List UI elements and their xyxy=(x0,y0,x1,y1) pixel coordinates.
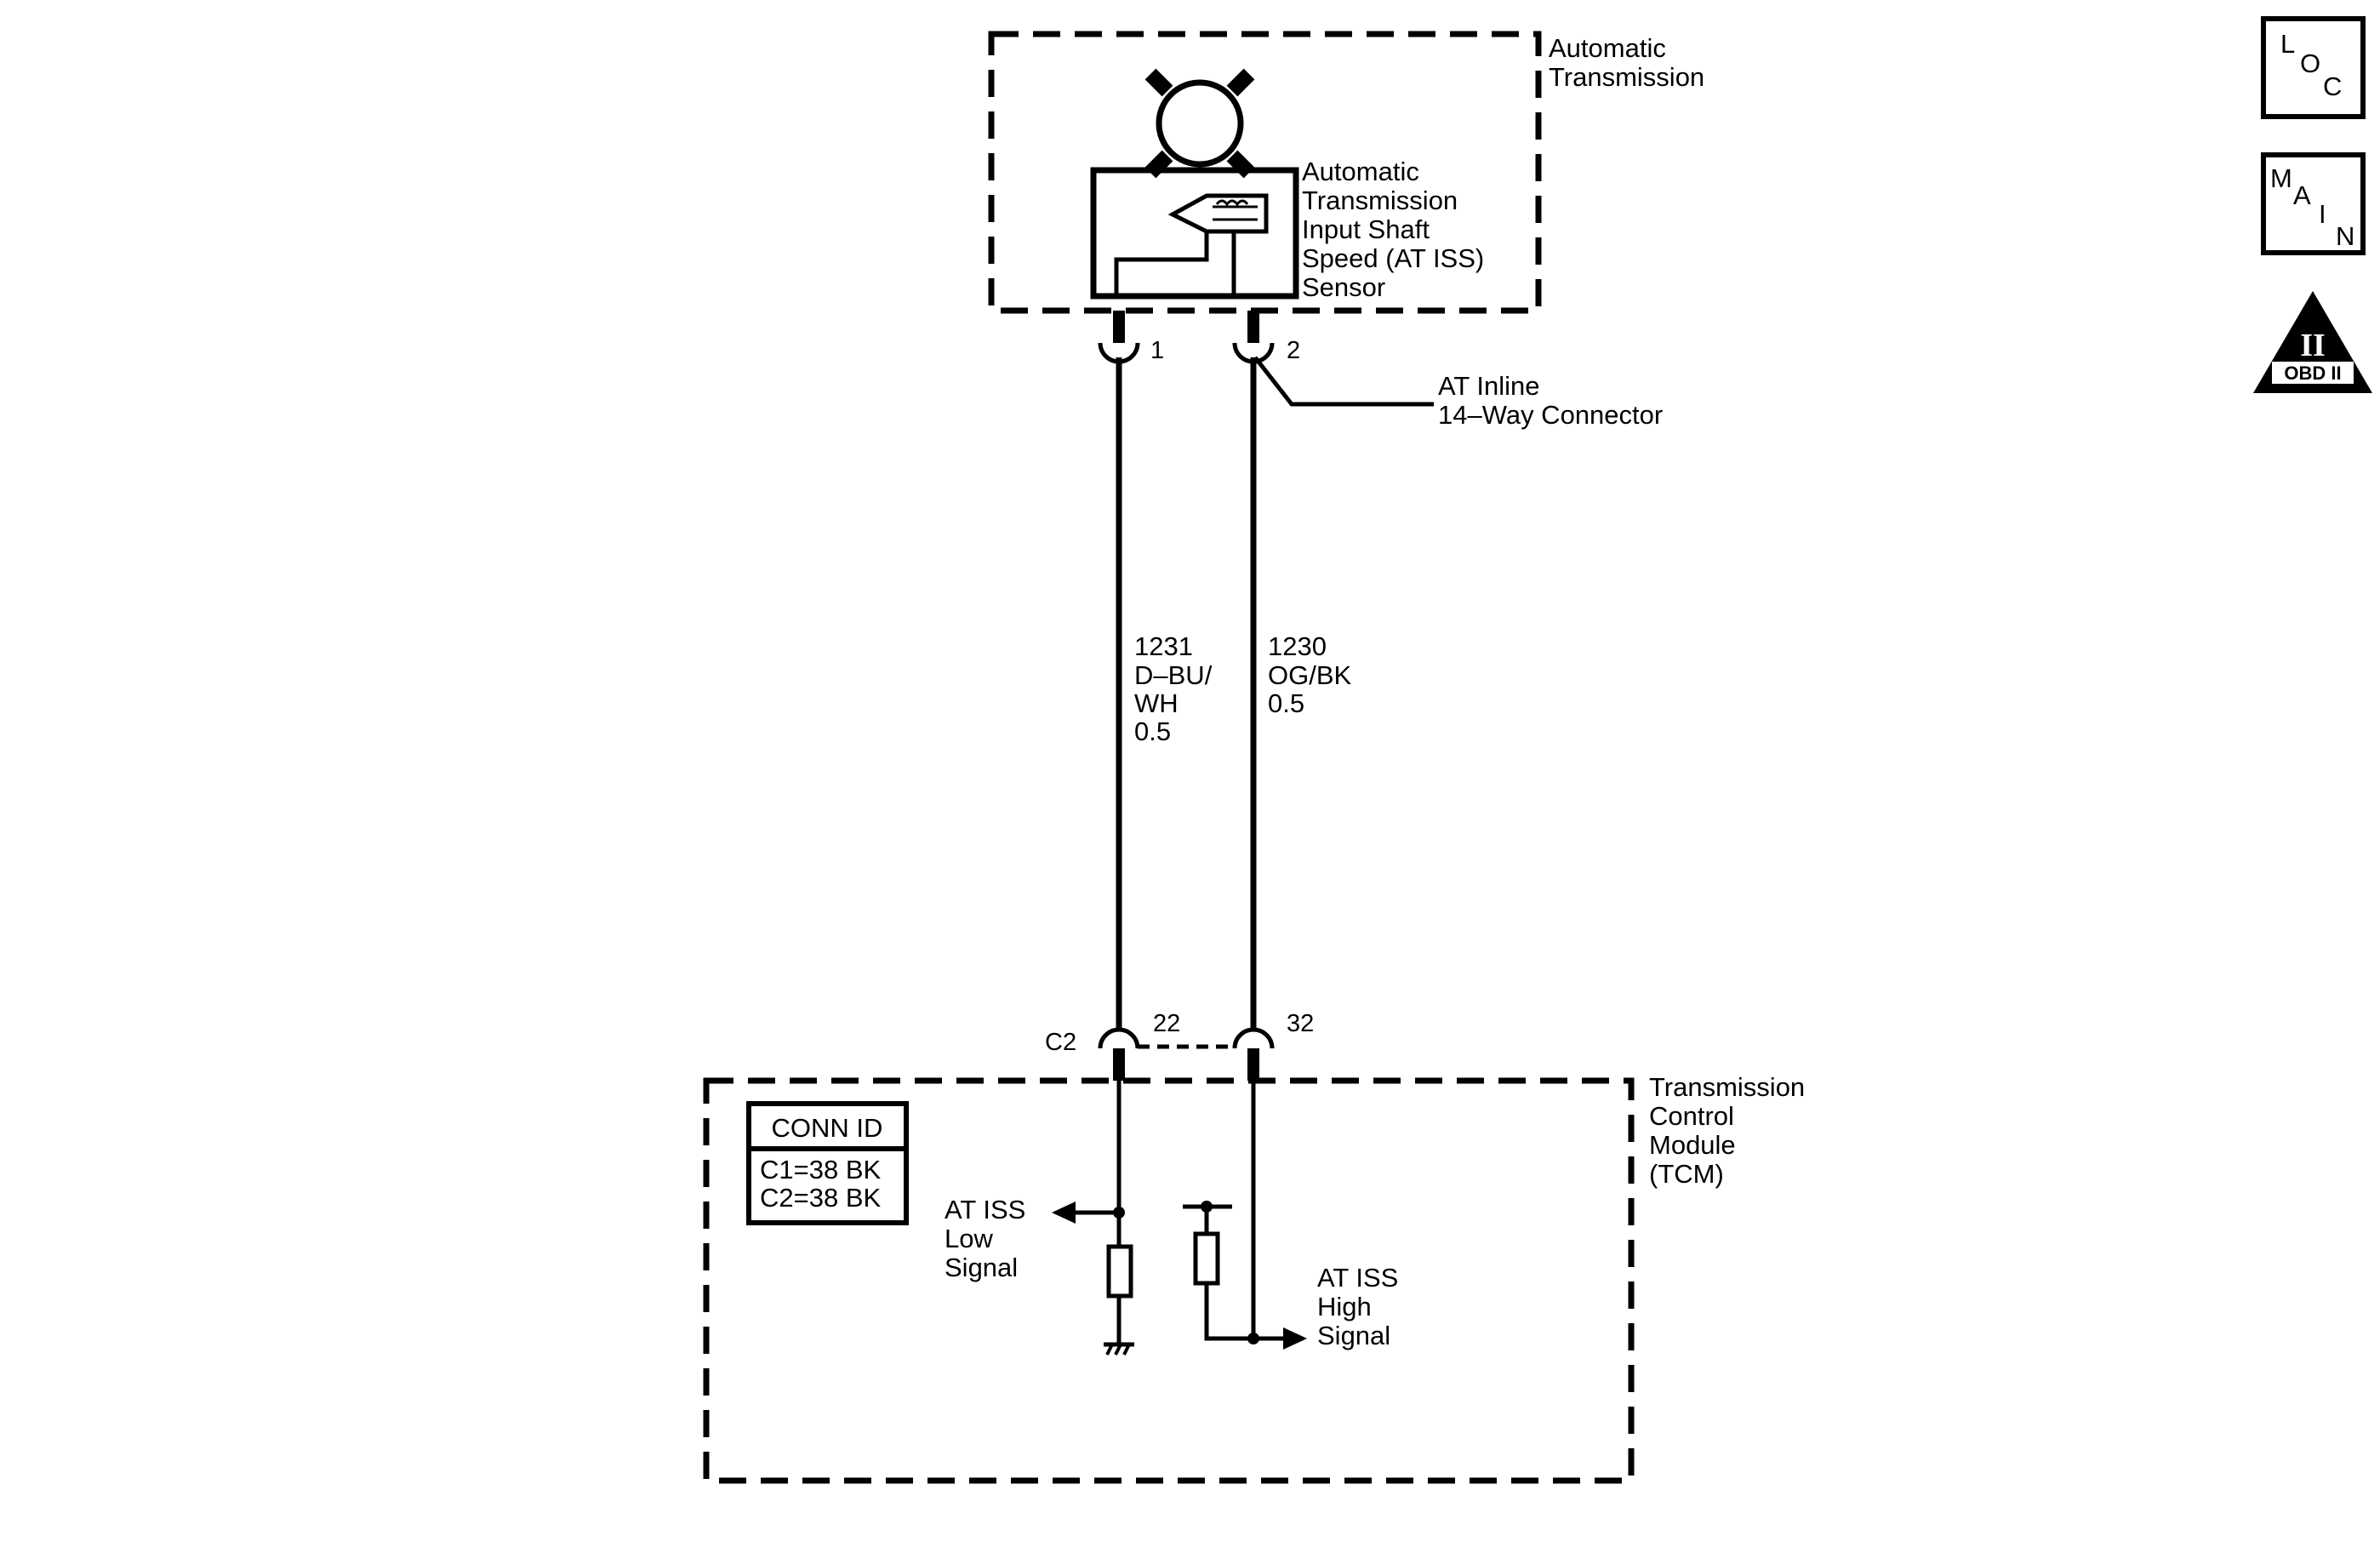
sensor-pin1-number: 1 xyxy=(1150,337,1164,364)
main-icon-letter-n: N xyxy=(2336,221,2354,251)
tcm-pin-32: 32 xyxy=(1287,1010,1314,1037)
wire-1231-color-line1: D–BU/ xyxy=(1134,660,1213,690)
transmission-boundary xyxy=(988,31,1542,314)
tcm-label-line3: Module xyxy=(1649,1130,1736,1160)
conn-id-row-c2: C2=38 BK xyxy=(760,1183,882,1213)
inline-connector-leader xyxy=(1253,356,1434,407)
sensor-label-line1: Automatic xyxy=(1302,157,1419,186)
high-signal-circuit xyxy=(1183,1081,1307,1350)
sensor-label-line2: Transmission xyxy=(1302,186,1458,215)
obd-ii-caption: OBD II xyxy=(2284,362,2341,384)
tcm-connector-id: C2 xyxy=(1045,1029,1076,1056)
main-icon-letter-i: I xyxy=(2319,199,2326,229)
sensor-label-line4: Speed (AT ISS) xyxy=(1302,243,1484,273)
conn-id-row-c1: C1=38 BK xyxy=(760,1155,882,1184)
obd-ii-icon[interactable]: II OBD II xyxy=(2253,291,2372,393)
high-signal-label-line2: High xyxy=(1317,1292,1372,1321)
sensor-pin2-connector xyxy=(1232,311,1275,364)
main-icon-letter-a: A xyxy=(2293,180,2311,210)
tcm-connector-c2 xyxy=(1098,1027,1275,1081)
loc-icon-letter-l: L xyxy=(2280,29,2295,59)
tcm-boundary xyxy=(703,1077,1635,1484)
low-signal-label-line3: Signal xyxy=(945,1253,1018,1282)
wire-1230-gauge: 0.5 xyxy=(1268,688,1304,718)
conn-id-table xyxy=(746,1101,909,1225)
low-signal-label-line1: AT ISS xyxy=(945,1195,1025,1224)
tcm-label-line4: (TCM) xyxy=(1649,1159,1724,1189)
low-signal-label-line2: Low xyxy=(945,1224,993,1253)
tone-wheel-icon xyxy=(1144,68,1255,179)
tcm-label-line1: Transmission xyxy=(1649,1072,1805,1102)
transmission-label-line1: Automatic xyxy=(1549,33,1666,63)
wire-1230-circuit: 1230 xyxy=(1268,631,1327,661)
high-signal-label-line3: Signal xyxy=(1317,1321,1390,1350)
inline-connector-label-line2: 14–Way Connector xyxy=(1438,400,1663,430)
sensor-pin1-connector xyxy=(1098,311,1140,364)
wire-1231-circuit: 1231 xyxy=(1134,631,1193,661)
wire-1231-gauge: 0.5 xyxy=(1134,716,1171,746)
high-signal-label-line1: AT ISS xyxy=(1317,1263,1398,1293)
sensor-label-line5: Sensor xyxy=(1302,272,1385,302)
tcm-pin-22: 22 xyxy=(1153,1010,1180,1037)
wire-1231-color-line2: WH xyxy=(1134,688,1179,718)
ground-icon xyxy=(1104,1342,1134,1356)
wire-1230-color-line1: OG/BK xyxy=(1268,660,1352,690)
sensor-pin2-number: 2 xyxy=(1287,337,1300,364)
obd-ii-numeral: II xyxy=(2300,328,2326,363)
tcm-label-line2: Control xyxy=(1649,1101,1734,1131)
loc-icon-letter-c: C xyxy=(2323,71,2342,101)
loc-icon[interactable]: L O C xyxy=(2261,16,2366,119)
loc-icon-letter-o: O xyxy=(2300,49,2320,78)
low-signal-circuit xyxy=(1052,1081,1133,1344)
main-icon-letter-m: M xyxy=(2270,163,2292,193)
iss-sensor-body xyxy=(1090,167,1299,300)
transmission-label-line2: Transmission xyxy=(1549,62,1704,92)
main-icon[interactable]: M A I N xyxy=(2261,152,2366,255)
sensor-label-line3: Input Shaft xyxy=(1302,214,1430,244)
inline-connector-label-line1: AT Inline xyxy=(1438,371,1539,401)
conn-id-title: CONN ID xyxy=(772,1113,883,1143)
